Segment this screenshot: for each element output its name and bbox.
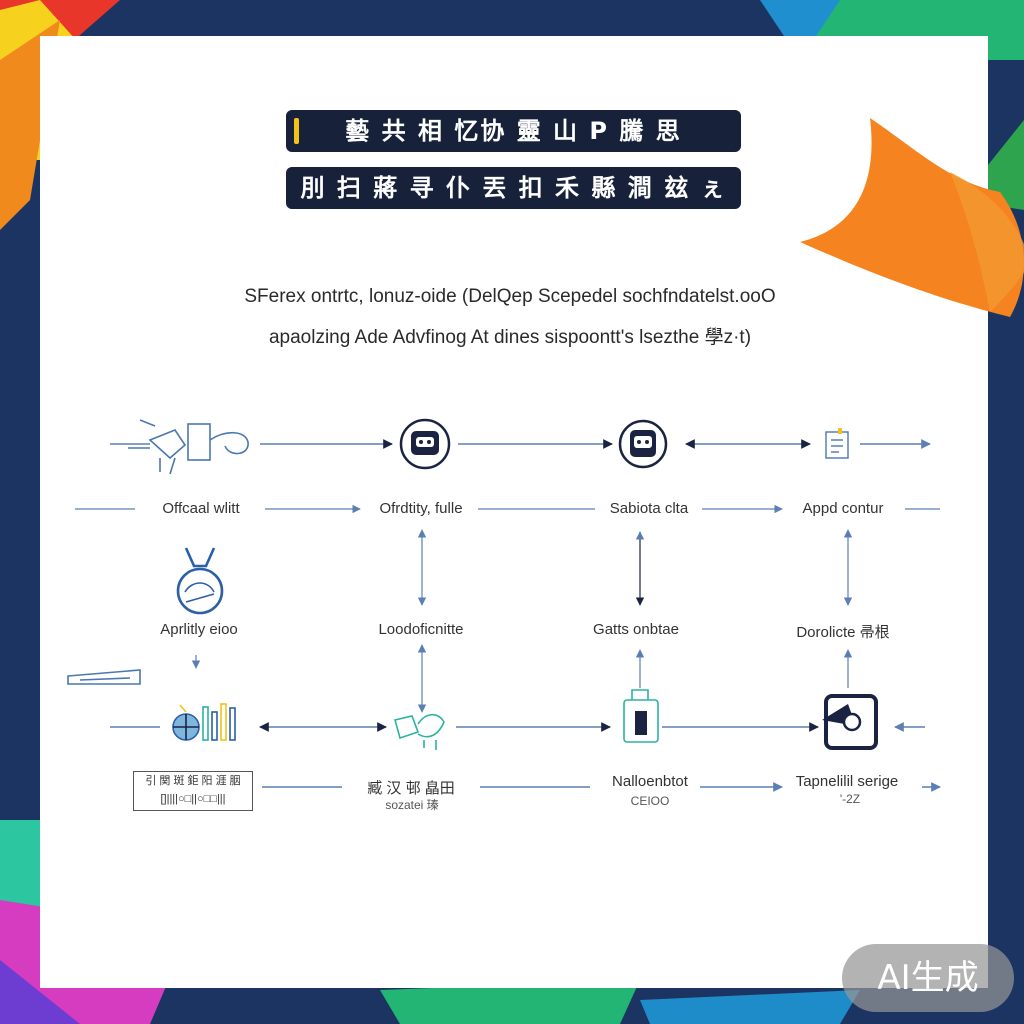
ai-generated-badge: AI生成: [842, 944, 1014, 1012]
robot-icon: [618, 419, 668, 469]
vertical-connectors: [191, 529, 853, 713]
robot-icon: [399, 418, 451, 470]
title-line1: 藝 共 相 忆协 靈 山 P 騰 思: [345, 117, 682, 145]
title-bar-line2: 刖 扫 蔣 寻 仆 丟 扣 禾 縣 澗 玆 ぇ: [286, 167, 741, 209]
title-line2: 刖 扫 蔣 寻 仆 丟 扣 禾 縣 澗 玆 ぇ: [300, 174, 727, 202]
boxed-label-line2: []||||○□||○□□|||: [160, 793, 226, 805]
row3-connectors: [110, 722, 941, 792]
node-label-gatts: Gatts onbtae: [593, 621, 679, 638]
machine-sketch-icon: [128, 419, 249, 475]
node-label-official: Offcaal wlitt: [162, 500, 240, 517]
node-label-tapnel: Tapnelilil serige: [795, 773, 899, 790]
node-sublabel-tapnel: '-2Z: [839, 792, 861, 806]
plant-icon: [394, 713, 445, 750]
container-icon: [623, 689, 659, 743]
title-bar-line1: 藝 共 相 忆协 靈 山 P 騰 思: [286, 110, 741, 152]
boxed-label-line1: 引 関 斑 鉅 阳 涯 胭: [145, 775, 241, 787]
boxed-label: 引 関 斑 鉅 阳 涯 胭 []||||○□||○□□|||: [133, 771, 253, 811]
orange-flame-decoration: [800, 118, 1024, 317]
node-sublabel-nalloen: CEIOO: [630, 794, 670, 808]
globe-books-icon: [172, 703, 236, 741]
node-label-appd: Appd contur: [802, 500, 884, 517]
subtitle-line2: apaolzing Ade Advfinog At dines sispoont…: [268, 327, 752, 348]
pen-icon: [67, 669, 141, 685]
document-icon: [825, 428, 849, 459]
node-label-aprlitly: Aprlitly eioo: [160, 621, 238, 638]
subtitle-line1: SFerex ontrtc, lonuz-oide (DelQep Sceped…: [244, 286, 776, 307]
node-sublabel-cjk: sozatei 瑧: [385, 798, 439, 812]
node-label-nalloen: Nalloenbtot: [612, 773, 688, 790]
node-label-loodo: Loodoficnitte: [378, 621, 464, 638]
camera-icon: [822, 694, 878, 750]
title-accent-mark: [294, 118, 299, 144]
medal-icon: [176, 547, 224, 615]
node-label-dorolicte: Dorolicte 帚根: [796, 624, 890, 641]
node-label-cjk: 臧 汉 邨 皛田: [367, 780, 455, 797]
node-label-ofrdtity: Ofrdtity, fulle: [379, 500, 463, 517]
node-label-sabiota: Sabiota clta: [609, 500, 689, 517]
